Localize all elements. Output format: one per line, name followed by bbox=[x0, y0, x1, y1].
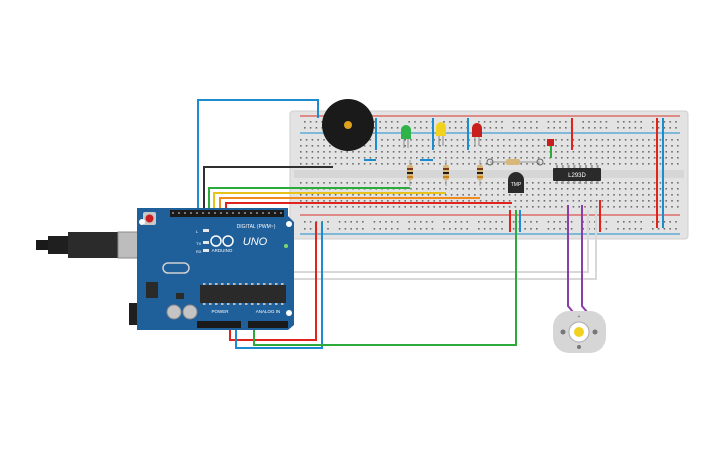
wire-black-ground[interactable] bbox=[203, 166, 333, 214]
arduino-uno-board[interactable]: DIGITAL (PWM~) UNO ARDUINO TX RX L POWER… bbox=[137, 208, 294, 330]
wire-green-analog[interactable] bbox=[253, 210, 517, 346]
crystal-oscillator bbox=[162, 262, 190, 274]
breadboard-center-gutter bbox=[294, 170, 684, 178]
small-chip bbox=[176, 293, 184, 299]
wire-red-5v[interactable] bbox=[229, 222, 317, 341]
led-green[interactable] bbox=[401, 125, 411, 148]
arduino-infinity-logo-right bbox=[222, 235, 234, 247]
usb-cable-body bbox=[48, 236, 70, 254]
arduino-infinity-logo-left bbox=[210, 235, 222, 247]
power-header-label: POWER bbox=[211, 309, 229, 314]
mount-hole bbox=[286, 310, 292, 316]
arduino-logo: UNO bbox=[243, 236, 268, 248]
capacitor-2 bbox=[182, 304, 198, 320]
tx-led bbox=[203, 241, 209, 244]
led-red-body bbox=[472, 123, 482, 137]
rx-led-label: RX bbox=[196, 249, 202, 254]
ic-label: L293D bbox=[568, 173, 586, 179]
wire-purple-motor-2[interactable] bbox=[581, 205, 588, 313]
capacitor-1 bbox=[166, 304, 182, 320]
tmp-sensor-label: TMP bbox=[511, 182, 522, 188]
power-header[interactable] bbox=[197, 321, 241, 328]
resistor-2[interactable] bbox=[443, 160, 449, 186]
reset-button-cap bbox=[145, 214, 154, 223]
analog-header[interactable] bbox=[248, 321, 288, 328]
usb-housing bbox=[68, 232, 120, 258]
motor-shaft bbox=[574, 327, 584, 337]
piezo-buzzer[interactable] bbox=[322, 99, 374, 151]
usb-connector[interactable] bbox=[36, 231, 147, 259]
rx-led bbox=[203, 249, 209, 252]
tx-led-label: TX bbox=[196, 241, 201, 246]
arduino-brand: ARDUINO bbox=[212, 248, 233, 253]
resistors bbox=[407, 158, 544, 186]
digital-header-pins bbox=[172, 212, 282, 214]
wire-blue-buzzer[interactable] bbox=[197, 99, 319, 214]
led-yellow-body bbox=[436, 122, 446, 136]
mount-hole bbox=[139, 219, 145, 225]
usb-plug-tip bbox=[36, 240, 48, 250]
digital-header-label: DIGITAL (PWM~) bbox=[237, 224, 276, 230]
led-red[interactable] bbox=[472, 123, 482, 146]
resistor-3[interactable] bbox=[477, 160, 483, 186]
wire-blue-gnd[interactable] bbox=[235, 222, 323, 349]
motor-screw bbox=[560, 329, 566, 335]
mount-hole bbox=[286, 221, 292, 227]
microcontroller-chip bbox=[200, 285, 286, 303]
ic-pins bbox=[556, 165, 599, 184]
motor-screw bbox=[577, 345, 581, 349]
motor-driver-ic[interactable]: L293D bbox=[553, 165, 601, 184]
dc-motor[interactable]: + bbox=[553, 311, 606, 353]
tmp-sensor-body bbox=[508, 172, 524, 193]
ic-body bbox=[553, 168, 601, 181]
wire-purple-motor-1[interactable] bbox=[567, 205, 574, 313]
voltage-regulator bbox=[146, 282, 158, 298]
power-led bbox=[284, 244, 288, 248]
temperature-sensor[interactable]: TMP bbox=[508, 172, 524, 193]
buzzer-center bbox=[344, 121, 352, 129]
resistor-horizontal[interactable] bbox=[486, 158, 544, 166]
resistor-1[interactable] bbox=[407, 160, 413, 186]
led-yellow[interactable] bbox=[436, 122, 446, 146]
power-indicator-block[interactable] bbox=[547, 139, 554, 146]
motor-screw bbox=[592, 329, 598, 335]
wire-green-led[interactable] bbox=[208, 187, 410, 214]
wire-yellow-led[interactable] bbox=[213, 192, 446, 214]
l-led-label: L bbox=[196, 229, 199, 234]
l-led bbox=[203, 229, 209, 232]
led-green-body bbox=[401, 125, 411, 139]
motor-terminal-label: + bbox=[578, 314, 581, 320]
microcontroller-pins bbox=[203, 283, 284, 305]
analog-header-label: ANALOG IN bbox=[256, 309, 281, 314]
